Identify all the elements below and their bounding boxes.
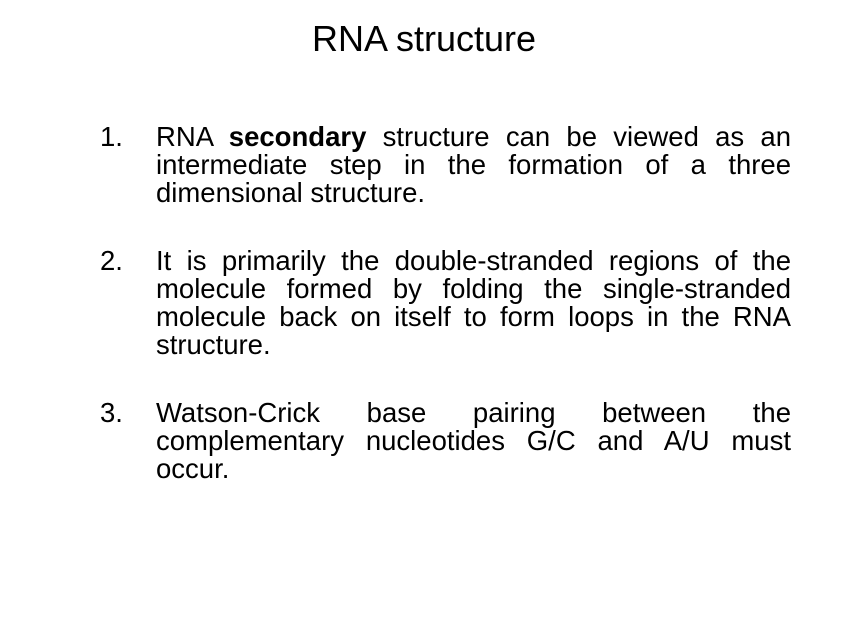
item-text-segment: RNA [156,121,229,153]
item-text: RNA secondary structure can be viewed as… [156,123,791,207]
list-item: 3. Watson-Crick base pairing between the… [100,399,791,483]
item-text-segment: Watson-Crick base pairing between the co… [156,397,791,485]
item-number: 2. [100,245,123,277]
item-number: 1. [100,121,123,153]
slide-title: RNA structure [311,18,537,59]
list-item: 1. RNA secondary structure can be viewed… [100,123,791,207]
item-text-segment: structure can be viewed as an intermedia… [156,121,792,209]
item-text-segment-bold: secondary [228,121,367,153]
item-text-segment: It is primarily the double-stranded regi… [156,245,791,361]
numbered-list: 1. RNA secondary structure can be viewed… [0,123,848,483]
item-text: Watson-Crick base pairing between the co… [156,399,791,483]
item-text: It is primarily the double-stranded regi… [156,247,791,359]
list-item: 2. It is primarily the double-stranded r… [100,247,791,359]
item-number: 3. [100,397,123,429]
